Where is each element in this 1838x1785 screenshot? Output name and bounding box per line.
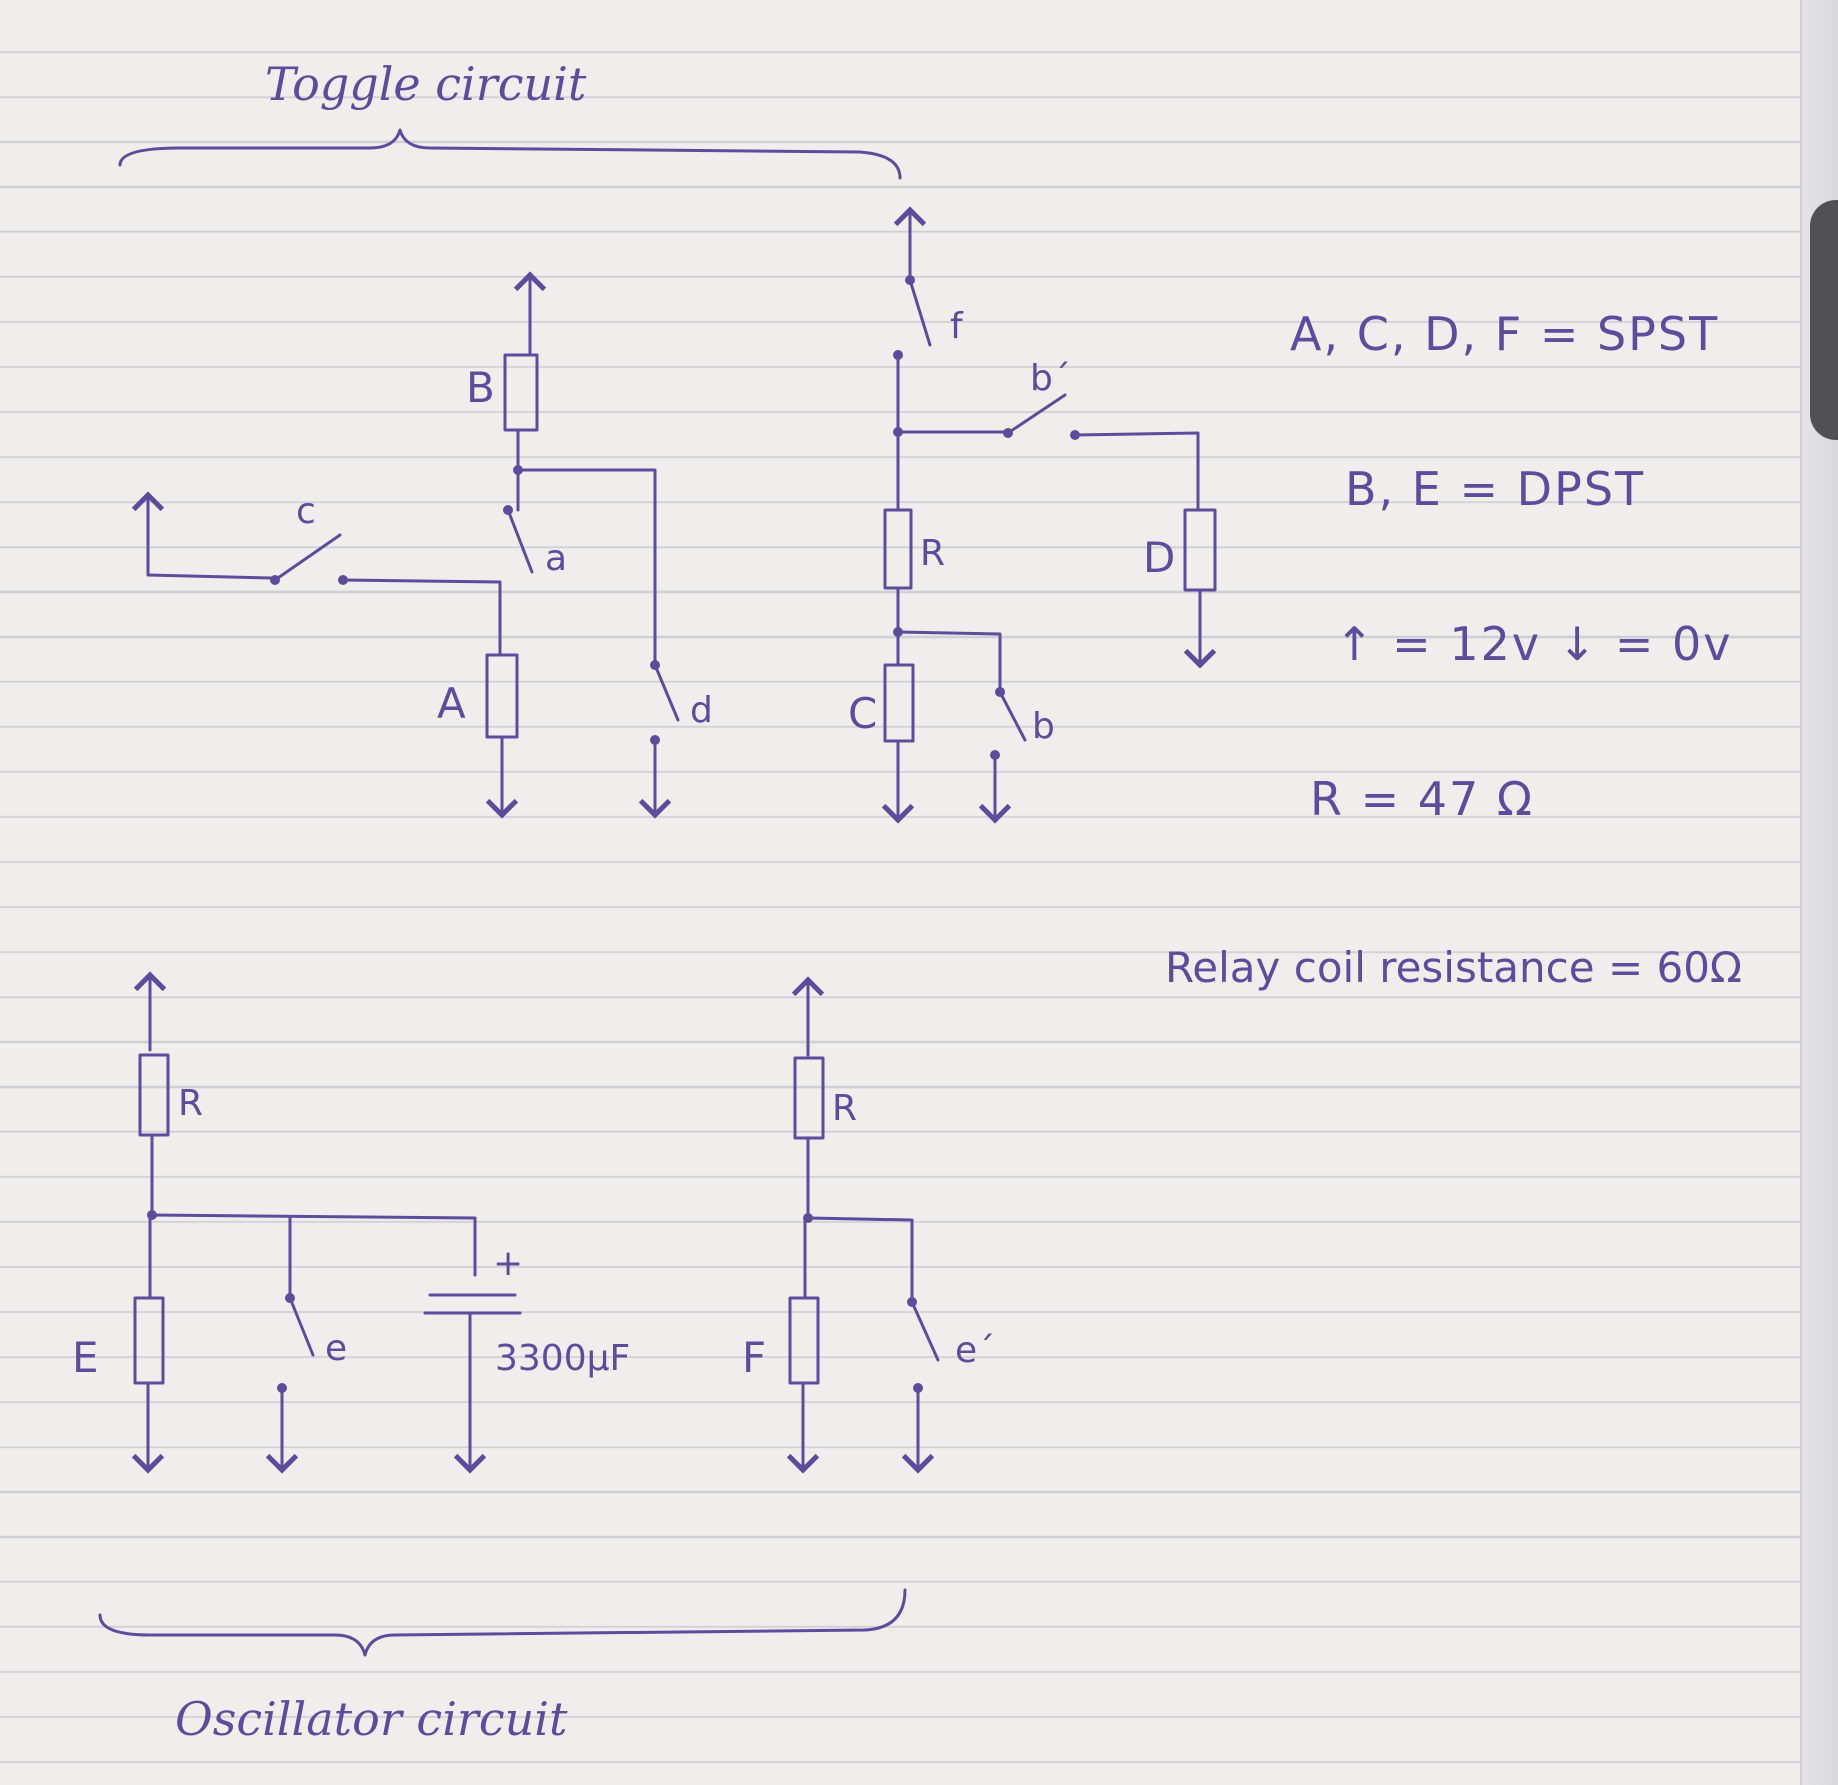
contact-d [653, 663, 680, 722]
label-contact-e-prime: e´ [955, 1330, 995, 1371]
label-contact-b: b [1032, 706, 1055, 747]
toggle-brace [118, 128, 902, 180]
contact-b-prime [1006, 393, 1067, 435]
oscillator-title: Oscillator circuit [175, 1692, 568, 1746]
wire [516, 468, 657, 667]
note-coil: Relay coil resistance = 60Ω [1165, 943, 1742, 992]
label-contact-c: c [296, 491, 316, 532]
resistor-osc-1 [138, 1053, 170, 1137]
label-relay-f: F [742, 1333, 766, 1382]
contact-c [273, 533, 342, 582]
relay-coil-d [1183, 508, 1217, 592]
label-cap-plus: + [493, 1243, 523, 1284]
wire [806, 1216, 914, 1302]
relay-coil-a [485, 653, 519, 739]
label-contact-d: d [690, 690, 713, 731]
contact-e [288, 1296, 315, 1357]
divider-tab [1810, 200, 1838, 440]
wire [341, 578, 502, 657]
contact-f [908, 278, 932, 347]
wire [150, 1213, 477, 1277]
relay-coil-b [503, 353, 539, 432]
contact-e-prime [910, 1300, 940, 1362]
note-dpst: B, E = DPST [1345, 462, 1645, 516]
note-spst: A, C, D, F = SPST [1290, 307, 1719, 361]
label-relay-a: A [437, 679, 466, 728]
oscillator-brace [98, 1588, 907, 1657]
note-resistor: R = 47 Ω [1310, 772, 1534, 826]
label-contact-f: f [950, 306, 964, 347]
wire [146, 573, 274, 580]
label-capacitor: 3300μF [495, 1338, 630, 1379]
label-resistor-toggle: R [920, 533, 945, 574]
resistor-toggle [883, 508, 913, 590]
relay-coil-e [133, 1296, 165, 1385]
label-relay-d: D [1143, 533, 1175, 582]
note-supply: ↑ = 12v ↓ = 0v [1335, 617, 1733, 671]
label-resistor-osc-1: R [178, 1083, 203, 1124]
relay-coil-c [883, 663, 915, 743]
label-resistor-osc-2: R [832, 1088, 857, 1129]
label-relay-b: B [466, 363, 495, 412]
label-relay-c: C [848, 689, 877, 738]
toggle-left-section: B a c A d [131, 271, 713, 819]
resistor-osc-2 [793, 1056, 825, 1140]
wire [896, 630, 1002, 692]
label-contact-a: a [545, 538, 567, 579]
label-contact-b-prime: b´ [1030, 358, 1071, 399]
contact-b [998, 690, 1027, 742]
toggle-right-section: f b´ D R b C [848, 206, 1217, 824]
oscillator-left-section: R E e + 3300μF [72, 971, 630, 1474]
label-contact-e: e [325, 1328, 347, 1369]
toggle-title: Toggle circuit [265, 57, 587, 111]
notes: A, C, D, F = SPST B, E = DPST ↑ = 12v ↓ … [1165, 307, 1742, 992]
oscillator-right-section: R F e´ [742, 976, 995, 1474]
contact-a [506, 508, 534, 574]
relay-coil-f [788, 1296, 820, 1385]
label-relay-e: E [72, 1333, 99, 1382]
wire [1073, 431, 1200, 512]
